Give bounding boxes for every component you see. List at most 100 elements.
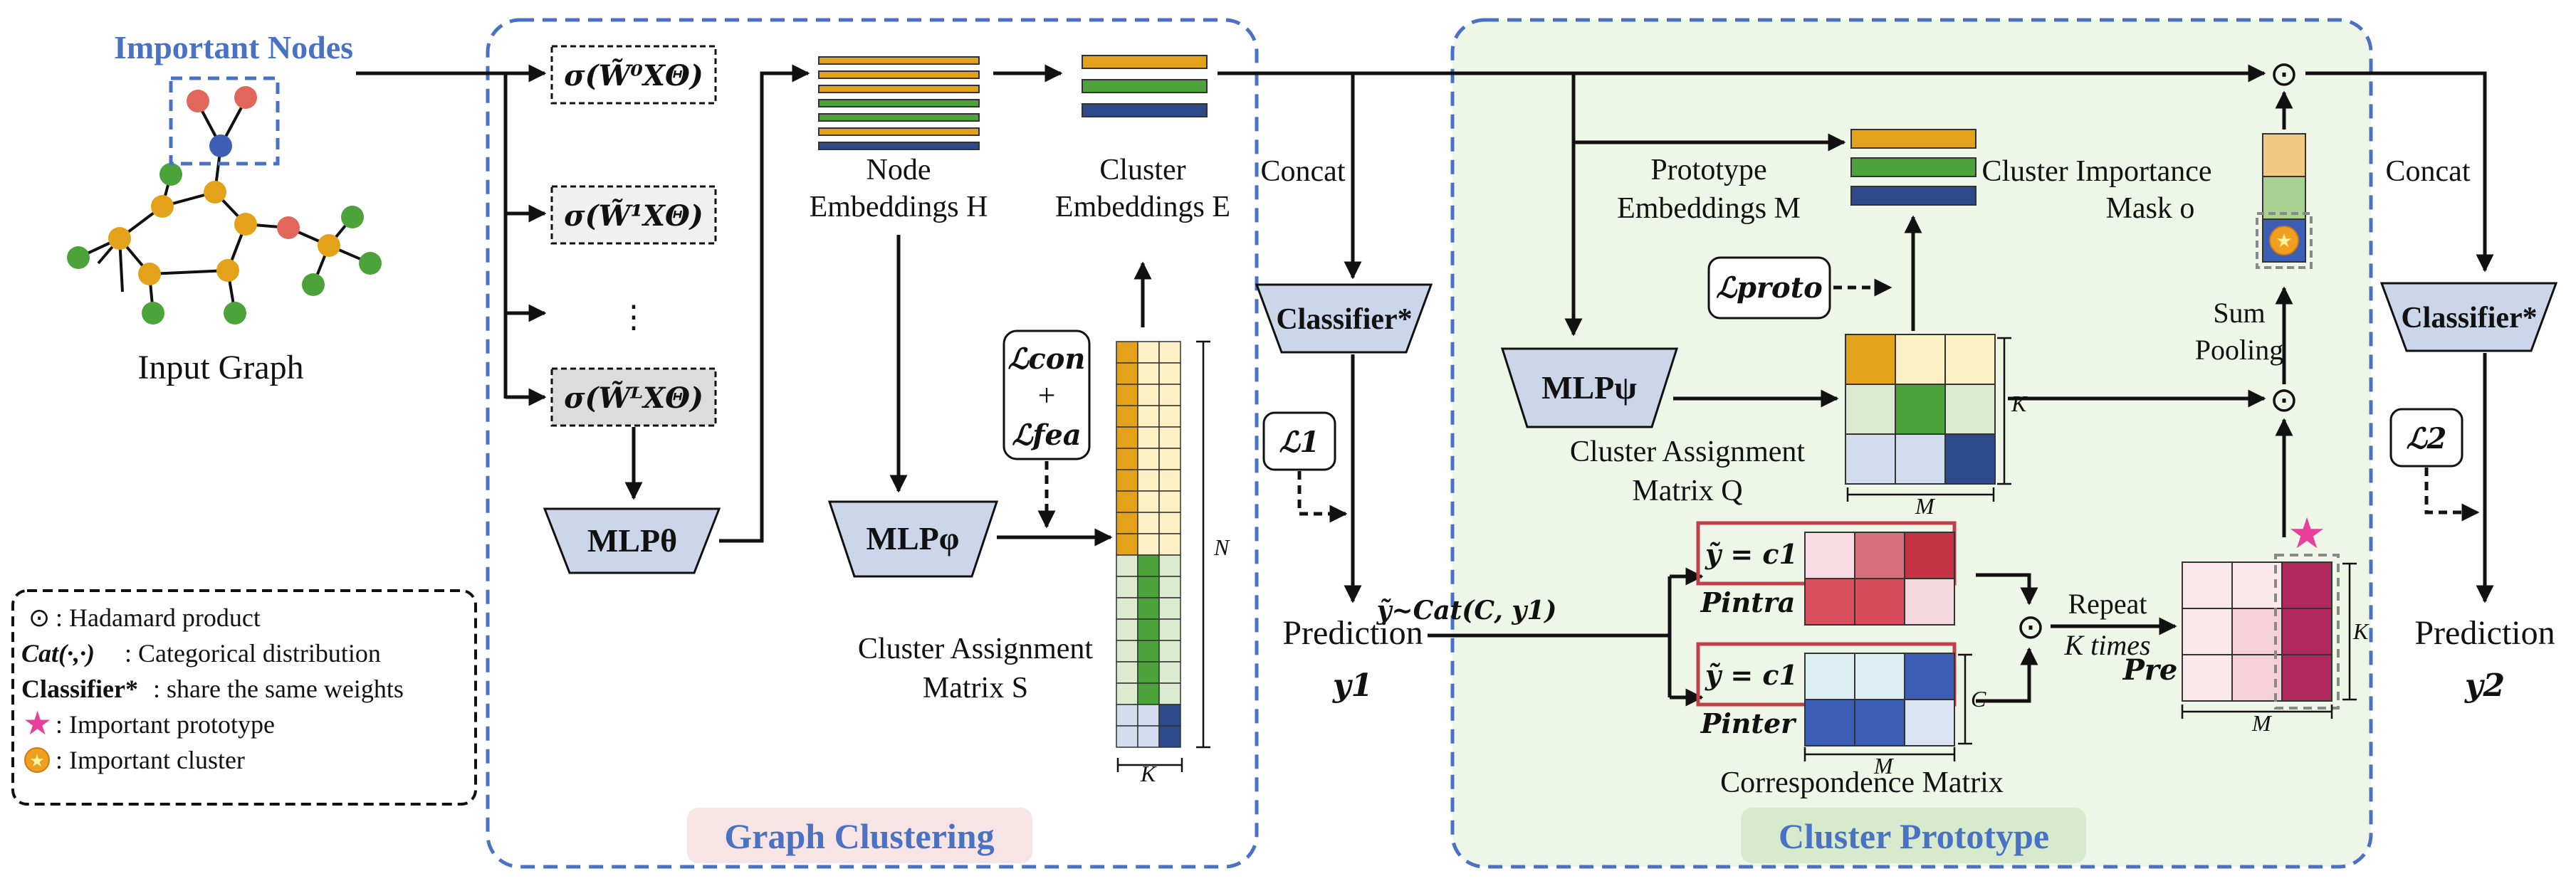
matrix-s-cell [1158,618,1181,641]
p-inter-dim-c: C [1971,686,1986,712]
matrix-s-cell [1116,512,1138,534]
mask-label-1: Cluster Importance [1981,155,2211,188]
matrix-s-cell [1116,426,1138,449]
matrix-q-label-1: Cluster Assignment [1570,436,1806,468]
graph-clustering-label: Graph Clustering [724,816,994,856]
important-cluster-icon [2269,226,2299,255]
matrix-q-dim-k: K [2011,391,2028,416]
matrix-s-cell [1158,384,1181,406]
p-re-dims [2181,562,2357,719]
matrix-s-dim-n: N [1213,534,1230,560]
p-inter-label: Pinter [1700,707,1797,739]
p-re-dim-k: K [2352,618,2370,644]
prototype-embeddings-m [1850,129,1976,206]
repeat-label-2: K times [2063,629,2150,661]
matrix-s-cell [1137,618,1160,641]
input-graph-caption: Input Graph [137,349,303,386]
important-nodes-title: Important Nodes [114,29,353,65]
mask-highlight [2256,212,2313,269]
matrix-s-cell [1158,469,1181,492]
p-inter-dim-m: M [1873,753,1895,779]
matrix-s-cell [1137,533,1160,556]
matrix-s-cell [1116,384,1138,406]
matrix-s-cell [1158,640,1181,663]
matrix-s-dim-k: K [1140,761,1157,786]
important-cluster-star: ★ [2276,231,2292,251]
cluster-assignment-matrix-s [1116,341,1181,748]
sampling-label: ỹ~Cat(C, y1) [1376,596,1557,626]
matrix-s-cell [1116,661,1138,684]
legend-text-hadamard: : Hadamard product [56,603,261,632]
matrix-s-cell [1116,490,1138,513]
matrix-q-dim-m: M [1915,493,1936,519]
loss-proto-label: ℒproto [1716,271,1823,305]
matrix-s-dim-lines [1116,340,1210,772]
mlp-theta-label: MLPθ [587,522,677,559]
legend-text-classifier: : share the same weights [153,675,404,703]
matrix-s-cell [1137,490,1160,513]
y-eq-c1-a: ỹ = c1 [1705,538,1798,570]
matrix-s-label-1: Cluster Assignment [858,633,1094,665]
matrix-s-cell [1116,576,1138,598]
node-emb-label-2: Embeddings H [810,191,988,223]
legend-text-prototype: : Important prototype [56,710,275,739]
loss-con-fea-box [1002,329,1091,460]
cluster-prototype-label-bg [1741,808,2086,863]
cluster-assignment-matrix-q [1845,334,1996,485]
p-re-dim-m: M [2251,710,2273,736]
loss2-box [2389,408,2464,468]
arrow-mlp-to-node-emb [719,64,810,543]
loss1-label: ℒ1 [1279,426,1320,459]
p-re-matrix [2182,561,2332,702]
matrix-s-cell [1116,554,1138,577]
legend-box [11,589,477,806]
mlp-psi-label: MLPψ [1541,369,1637,406]
legend-text-cluster: : Important cluster [56,746,245,774]
hadamard-mid: ⊙ [2016,608,2045,646]
matrix-s-cell [1137,597,1160,620]
mlp-psi-block [1500,347,1679,428]
prediction2-label: Prediction [2414,614,2555,652]
matrix-s-cell [1116,682,1138,705]
matrix-s-cell [1137,362,1160,385]
gcn-layer-L: σ(W̃ᴸXΘ) [564,381,703,415]
loss-fea: ℒfea [1012,418,1081,452]
matrix-s-cell [1116,533,1138,556]
gcn-layer-ellipsis: ⋮ [618,300,649,334]
cluster-prototype-label: Cluster Prototype [1779,816,2049,856]
matrix-s-cell [1116,618,1138,641]
loss-con: ℒcon [1008,342,1086,376]
matrix-s-cell [1158,448,1181,470]
prediction2-y: y2 [2464,668,2505,704]
matrix-s-cell [1137,341,1160,364]
matrix-s-cell [1158,426,1181,449]
classifier2-label: Classifier* [2401,302,2537,334]
arrow-loss1 [1297,471,1348,523]
p-re-label: Pre [2122,653,2178,687]
hadamard-top: ⊙ [2270,56,2298,93]
matrix-s-cell [1137,682,1160,705]
matrix-s-label-2: Matrix S [923,672,1028,705]
matrix-s-cell [1137,554,1160,577]
matrix-s-cell [1116,405,1138,428]
matrix-s-cell [1158,512,1181,534]
matrix-s-cell [1116,597,1138,620]
mlp-phi-block [827,500,999,578]
matrix-s-cell [1158,576,1181,598]
concat2-label: Concat [2386,155,2471,188]
matrix-s-cell [1137,448,1160,470]
matrix-s-cell [1116,341,1138,364]
legend-cluster-star-glyph: ★ [29,752,45,771]
node-emb-label-1: Node [866,154,931,186]
p-inter-matrix [1804,653,1955,747]
sum-pooling-label-2: Pooling [2195,334,2283,366]
matrix-s-cell [1158,725,1181,748]
matrix-s-cell [1137,704,1160,727]
node-embeddings-stripes [818,56,980,150]
matrix-s-cell [1158,661,1181,684]
p-intra-label: Pintra [1700,586,1796,618]
matrix-s-cell [1158,597,1181,620]
matrix-s-cell [1137,661,1160,684]
proto-label-1: Prototype [1650,154,1766,186]
matrix-s-cell [1158,405,1181,428]
